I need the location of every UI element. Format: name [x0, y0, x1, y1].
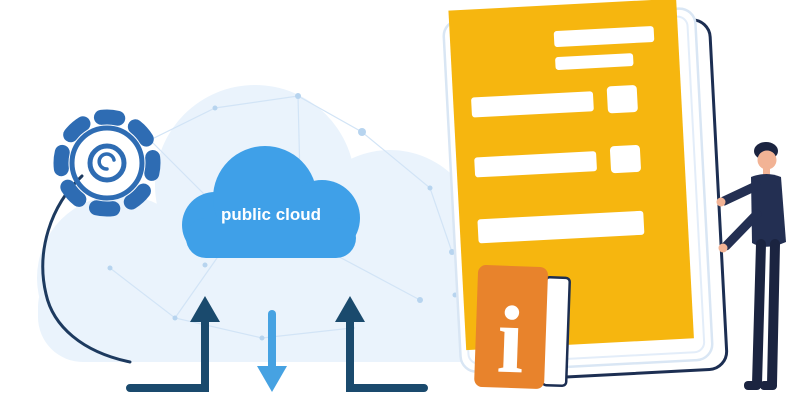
gear-teeth: [53, 109, 161, 217]
cloud-outline-stroke: [41, 174, 132, 364]
person-torso: [751, 174, 786, 247]
document-title-line: [553, 26, 655, 47]
public-cloud-shape: [182, 146, 360, 258]
document-content: [471, 26, 655, 244]
info-book: i: [474, 265, 571, 394]
person-neck: [763, 168, 770, 176]
upload-arrow-left-icon: [126, 296, 220, 392]
person-hand-upper: [716, 197, 726, 207]
person-shoe-left: [744, 381, 761, 390]
upload-arrow-right-head: [335, 296, 365, 322]
gear-body-ring: [69, 125, 145, 201]
document-bullet: [606, 85, 638, 114]
public-cloud-label: public cloud: [221, 205, 321, 224]
document-line: [474, 151, 597, 178]
info-icon: i: [495, 286, 525, 394]
document-line-wide: [477, 210, 645, 244]
document-subtitle-line: [555, 53, 634, 70]
gear-icon: [53, 109, 161, 217]
person-shoe-right: [760, 381, 777, 390]
download-arrow-head: [257, 366, 287, 392]
download-arrow-icon: [257, 310, 287, 392]
document-bullet: [609, 145, 641, 174]
document-line: [471, 91, 594, 118]
book-cover: [474, 265, 548, 389]
person-leg-left: [752, 239, 766, 389]
person-arm-lower: [721, 209, 762, 251]
person-leg-right: [767, 239, 780, 389]
gear-spiral: [97, 152, 116, 171]
person: [716, 142, 786, 390]
gear-hub-ring: [87, 143, 127, 183]
person-arm-upper: [719, 181, 761, 206]
upload-arrow-right-icon: [335, 296, 428, 392]
person-face: [757, 150, 777, 170]
upload-arrow-left-head: [190, 296, 220, 322]
person-hand-lower: [718, 243, 728, 253]
